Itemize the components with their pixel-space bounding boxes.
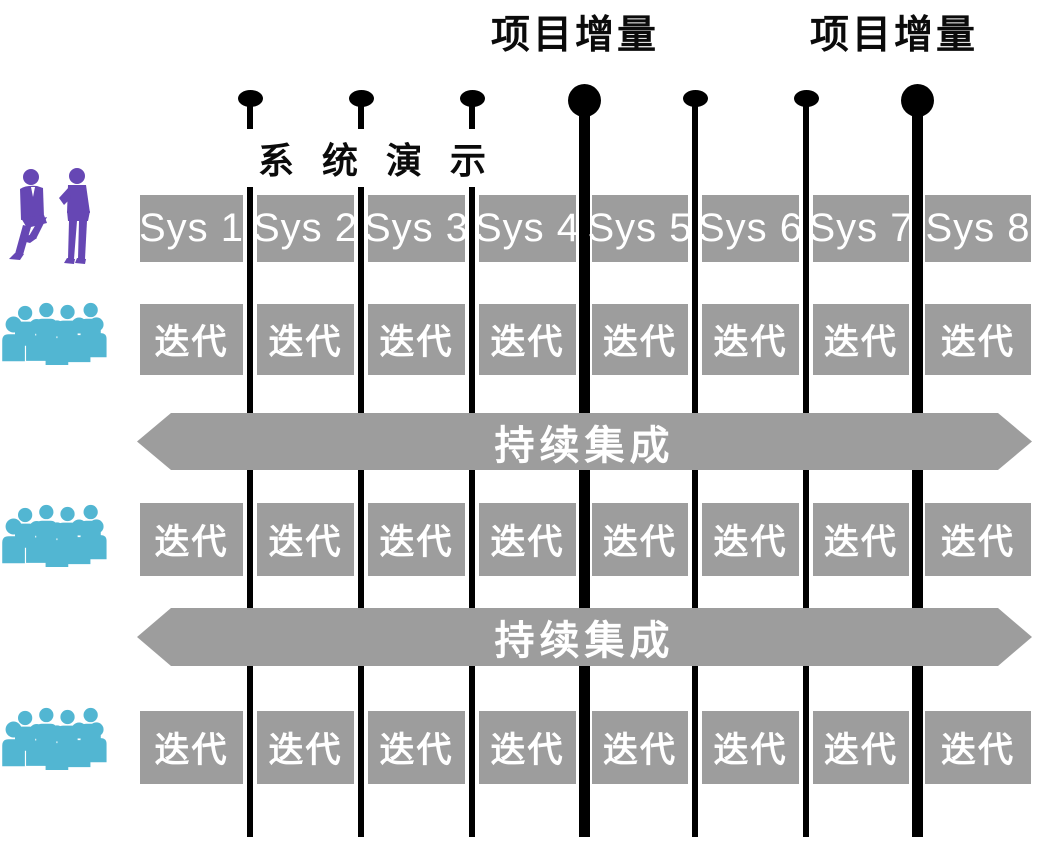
sys-box: Sys 6	[698, 195, 802, 262]
sys-box: Sys 4	[475, 195, 579, 262]
iter-box: 迭代	[479, 503, 576, 576]
milestone-dot-minor	[237, 89, 263, 107]
sys-box: Sys 1	[139, 195, 243, 262]
continuous-integration-arrow: 持续集成	[137, 413, 1032, 470]
milestone-dot-major	[567, 83, 601, 117]
iter-box: 迭代	[368, 304, 465, 375]
iter-box: 迭代	[257, 304, 354, 375]
iter-box: 迭代	[257, 503, 354, 576]
sys-box: Sys 2	[253, 195, 357, 262]
iter-box: 迭代	[140, 503, 243, 576]
iter-box: 迭代	[702, 503, 799, 576]
iter-box: 迭代	[368, 711, 465, 784]
iter-box: 迭代	[592, 503, 688, 576]
iter-box: 迭代	[813, 304, 909, 375]
team-group-icon	[2, 299, 108, 377]
milestone-dot-minor	[682, 89, 708, 107]
iter-box: 迭代	[140, 711, 243, 784]
iter-box: 迭代	[813, 503, 909, 576]
iter-box: 迭代	[925, 503, 1031, 576]
milestone-dot-minor	[793, 89, 819, 107]
milestone-dot-minor	[348, 89, 374, 107]
team-group-icon	[2, 501, 108, 579]
milestone-dot-minor	[459, 89, 485, 107]
continuous-integration-label: 持续集成	[494, 423, 675, 468]
increment-label: 项目增量	[809, 14, 979, 57]
increment-label: 项目增量	[490, 14, 660, 57]
system-demo-label: 系统演示	[245, 129, 515, 187]
iter-box: 迭代	[368, 503, 465, 576]
sys-box: Sys 7	[808, 195, 913, 262]
iter-box: 迭代	[702, 304, 799, 375]
iter-box: 迭代	[925, 711, 1031, 784]
sys-box: Sys 8	[925, 195, 1031, 262]
iter-box: 迭代	[479, 304, 576, 375]
iter-box: 迭代	[592, 304, 688, 375]
continuous-integration-label: 持续集成	[494, 619, 675, 663]
iter-box: 迭代	[257, 711, 354, 784]
iter-box: 迭代	[702, 711, 799, 784]
iter-box: 迭代	[813, 711, 909, 784]
iter-box: 迭代	[925, 304, 1031, 375]
sys-box: Sys 5	[587, 195, 692, 262]
sys-box: Sys 3	[364, 195, 468, 262]
iter-box: 迭代	[479, 711, 576, 784]
iter-box: 迭代	[592, 711, 688, 784]
business-people-icon	[9, 168, 90, 264]
continuous-integration-arrow: 持续集成	[137, 608, 1032, 666]
milestone-dot-major	[900, 83, 934, 117]
team-group-icon	[2, 704, 108, 782]
iter-box: 迭代	[140, 304, 243, 375]
